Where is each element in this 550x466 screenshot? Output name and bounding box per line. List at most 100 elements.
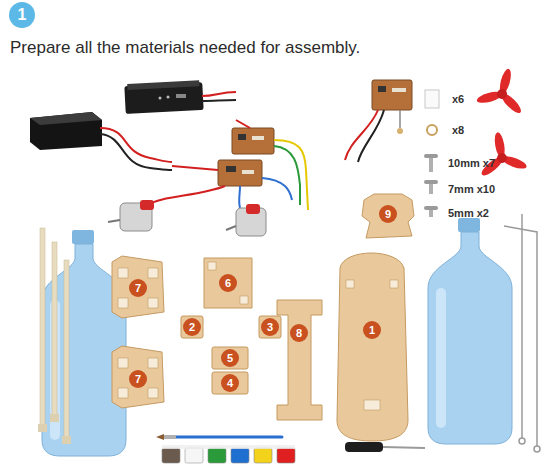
propeller <box>473 128 529 179</box>
paintbrush <box>156 434 282 440</box>
adhesive-pad <box>425 90 439 108</box>
wire <box>148 186 225 205</box>
chip <box>226 166 236 172</box>
ring-washer <box>427 125 437 135</box>
brush-tip <box>156 434 164 440</box>
callout-number: 2 <box>183 318 201 336</box>
hole <box>118 358 128 368</box>
wooden-part <box>259 316 281 338</box>
screw-shaft <box>429 210 433 217</box>
bottle-highlight <box>436 288 446 428</box>
component <box>392 88 406 92</box>
wooden-part <box>112 256 164 318</box>
quantity-label: x6 <box>452 93 464 105</box>
wooden-part <box>181 316 203 338</box>
callout-number: 8 <box>290 324 308 342</box>
hole <box>118 298 128 308</box>
bottle-cap <box>72 230 94 244</box>
metal-rods <box>504 214 540 452</box>
chip <box>238 134 246 140</box>
motor-shaft <box>108 220 120 222</box>
cable-tie-head <box>50 414 59 422</box>
wooden-part <box>112 346 164 408</box>
bottle-cap <box>458 218 480 232</box>
cable-tie-strap <box>52 242 57 417</box>
component <box>252 136 264 140</box>
paint-pot <box>231 448 249 463</box>
metal-rod <box>521 214 523 438</box>
antenna-tip <box>397 128 403 134</box>
paint-pot <box>277 448 295 463</box>
wooden-part <box>212 372 248 394</box>
screw-shaft <box>429 184 433 194</box>
step-number: 1 <box>9 2 35 28</box>
callout-number: 7 <box>129 370 147 388</box>
wire <box>262 178 292 200</box>
battery-switch <box>159 97 162 100</box>
callout-number: 5 <box>221 349 239 367</box>
wire <box>172 166 218 170</box>
hole <box>364 400 380 410</box>
bottle-body <box>428 232 512 444</box>
battery-switch <box>176 94 186 98</box>
screw-head <box>424 206 438 210</box>
motor-shaft <box>226 226 236 230</box>
wooden-hull <box>337 253 408 441</box>
brush-handle <box>175 436 282 439</box>
hole <box>208 262 216 270</box>
plastic-bottle <box>428 218 512 444</box>
battery-box-top <box>30 112 102 125</box>
wire <box>238 186 241 208</box>
hole <box>148 388 158 398</box>
wooden-part-holes <box>118 262 398 410</box>
hole <box>118 268 128 278</box>
wooden-part <box>277 300 322 420</box>
wire <box>236 120 250 128</box>
screw <box>424 206 438 217</box>
paint-pot-lids <box>162 445 295 449</box>
screw <box>424 154 438 172</box>
circuit-board-body <box>218 160 262 186</box>
paint-pot <box>208 448 226 463</box>
metal-rod <box>504 226 537 446</box>
rod-eye <box>534 446 540 452</box>
wooden-parts <box>112 194 414 441</box>
screw <box>424 180 438 194</box>
wire <box>274 146 300 205</box>
paint-pot <box>185 448 203 463</box>
battery-box-lid <box>127 80 199 90</box>
circuit-board-body <box>232 128 274 154</box>
circuit-board-body <box>372 80 412 110</box>
hole <box>148 358 158 368</box>
wire <box>358 110 384 162</box>
propeller-hub <box>496 152 508 164</box>
paint-pots <box>162 445 295 463</box>
motor-cap <box>140 200 154 210</box>
antenna <box>399 110 401 128</box>
wire <box>100 128 172 162</box>
hole <box>346 280 354 288</box>
motor <box>226 204 266 236</box>
hole <box>240 296 248 304</box>
hole <box>390 280 398 288</box>
wooden-part <box>362 194 414 238</box>
wire <box>202 92 236 96</box>
cable-tie-strap <box>40 228 45 428</box>
wooden-part <box>204 258 252 308</box>
screwdriver-shaft <box>383 447 425 448</box>
instruction-text: Prepare all the materials needed for ass… <box>10 38 360 58</box>
propeller-hub <box>496 88 508 100</box>
cable-tie-strap <box>64 260 69 440</box>
cable-tie-head <box>62 436 71 444</box>
propeller <box>474 62 533 116</box>
screw-head <box>424 154 438 158</box>
callout-number: 4 <box>221 374 239 392</box>
screwdriver-handle <box>345 442 383 452</box>
motor-cap <box>246 204 260 214</box>
callout-number: 9 <box>379 205 397 223</box>
quantity-label: 7mm x10 <box>448 183 495 195</box>
callout-number: 3 <box>261 318 279 336</box>
battery-box-body <box>30 112 102 150</box>
